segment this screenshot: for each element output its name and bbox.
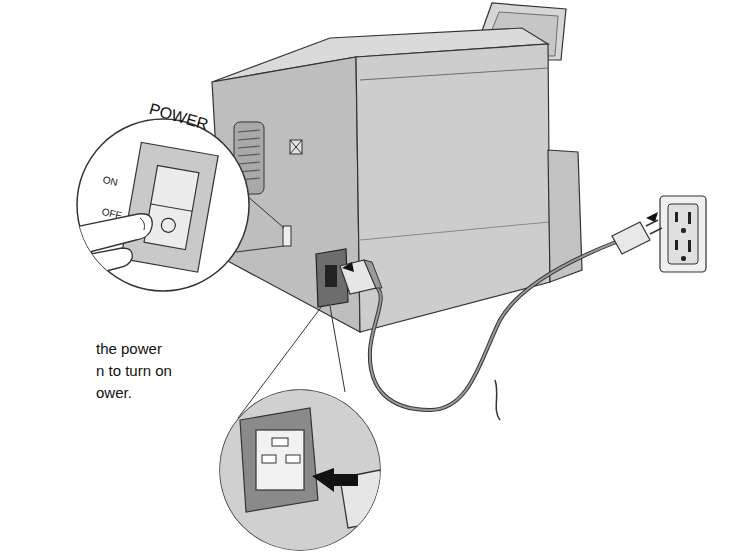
- wall-plug: [646, 220, 662, 234]
- inlet-recess: [240, 408, 318, 512]
- warning-mark: [290, 140, 302, 154]
- outlet-socket: [675, 212, 691, 261]
- switch-panel: [121, 142, 218, 272]
- inlet-pin: [286, 455, 300, 463]
- power-cord: [370, 242, 616, 410]
- panel-seam: [360, 68, 548, 80]
- insert-arrow: [342, 262, 354, 272]
- power-switch: [283, 226, 291, 246]
- switch-title: POWER: [147, 100, 210, 134]
- switch-state-label: ON: [102, 174, 119, 188]
- power-cord: [495, 380, 500, 420]
- rocker-switch: [144, 166, 199, 250]
- inlet-pin: [262, 455, 276, 463]
- power-inlet: [256, 430, 304, 490]
- off-symbol: [160, 217, 176, 233]
- power-inlet: [316, 249, 348, 307]
- printer-back-detail: [218, 388, 388, 554]
- switch-state-label: OFF: [101, 206, 123, 221]
- wall-outlet: [668, 204, 698, 264]
- fingernail: [140, 218, 145, 230]
- instruction-note: the power n to turn on ower.: [96, 338, 173, 404]
- side-flap: [548, 150, 582, 282]
- inlet-pin: [272, 438, 288, 446]
- warning-mark: [290, 140, 302, 154]
- hand-finger: [70, 248, 132, 280]
- power-inlet: [325, 265, 337, 287]
- cord-connector: [364, 260, 382, 288]
- rocker-switch: [151, 204, 192, 211]
- insert-arrow: [312, 468, 358, 492]
- printer-back: [356, 44, 550, 332]
- leader-line: [236, 246, 284, 252]
- insert-arrow: [646, 212, 658, 222]
- wall-plug: [612, 222, 650, 254]
- leader-line: [330, 306, 345, 392]
- panel-seam: [360, 222, 549, 240]
- power-cord: [370, 242, 616, 410]
- wall-outlet: [660, 196, 706, 272]
